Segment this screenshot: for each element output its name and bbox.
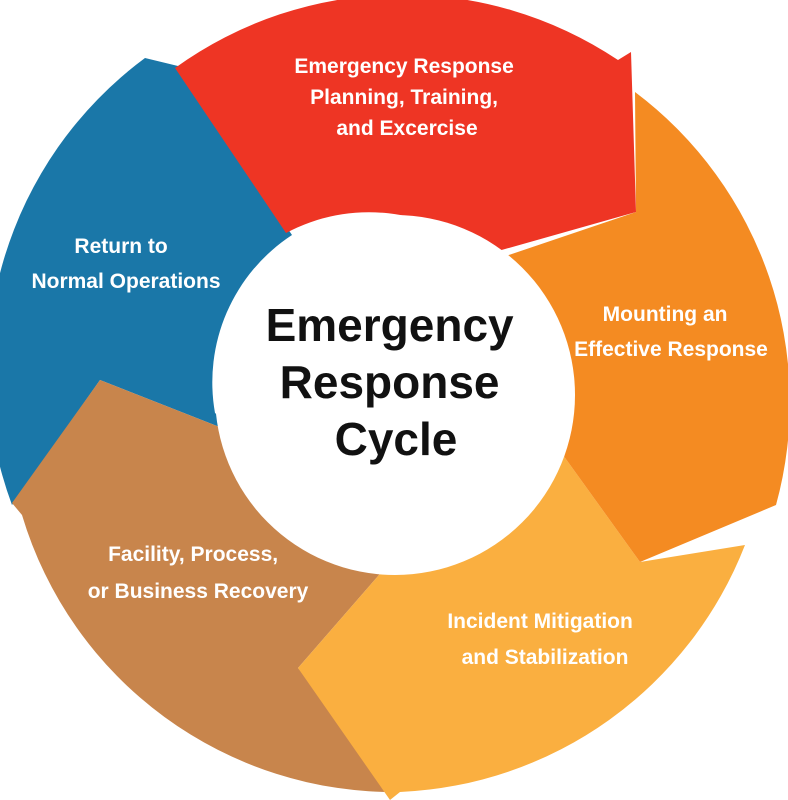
segment-planning-label: Emergency Response Planning, Training, a… bbox=[294, 55, 519, 140]
segment-recovery-arrow bbox=[12, 380, 405, 793]
segment-planning-arrow bbox=[175, 0, 636, 255]
segment-mitigation-line-2: and Stabilization bbox=[462, 646, 629, 669]
segment-recovery-label: Facility, Process, or Business Recovery bbox=[88, 543, 309, 603]
center-title: Emergency Response Cycle bbox=[266, 299, 527, 465]
segment-mitigation-label: Incident Mitigation and Stabilization bbox=[447, 610, 638, 669]
segment-planning-line-2: Planning, Training, bbox=[310, 86, 498, 109]
segment-mitigation-line-1: Incident Mitigation bbox=[447, 610, 632, 633]
center-title-line-2: Response bbox=[280, 356, 500, 408]
segment-mounting-line-2: Effective Response bbox=[574, 338, 768, 361]
center-title-line-3: Cycle bbox=[335, 413, 458, 465]
segment-recovery-line-1: Facility, Process, bbox=[108, 543, 278, 566]
center-circle bbox=[215, 215, 575, 575]
segment-return-line-1: Return to bbox=[74, 235, 167, 258]
segment-mounting-label: Mounting an Effective Response bbox=[574, 303, 768, 361]
segment-mounting-line-1: Mounting an bbox=[603, 303, 728, 326]
center-title-line-1: Emergency bbox=[266, 299, 514, 351]
segment-planning-line-3: and Excercise bbox=[336, 117, 477, 140]
segment-return-line-2: Normal Operations bbox=[31, 270, 220, 293]
segment-planning-line-1: Emergency Response bbox=[294, 55, 513, 78]
segment-return-label: Return to Normal Operations bbox=[31, 235, 220, 293]
segment-recovery-line-2: or Business Recovery bbox=[88, 580, 309, 603]
segment-mitigation-arrow bbox=[298, 430, 745, 800]
segment-return-arrow bbox=[0, 58, 292, 505]
